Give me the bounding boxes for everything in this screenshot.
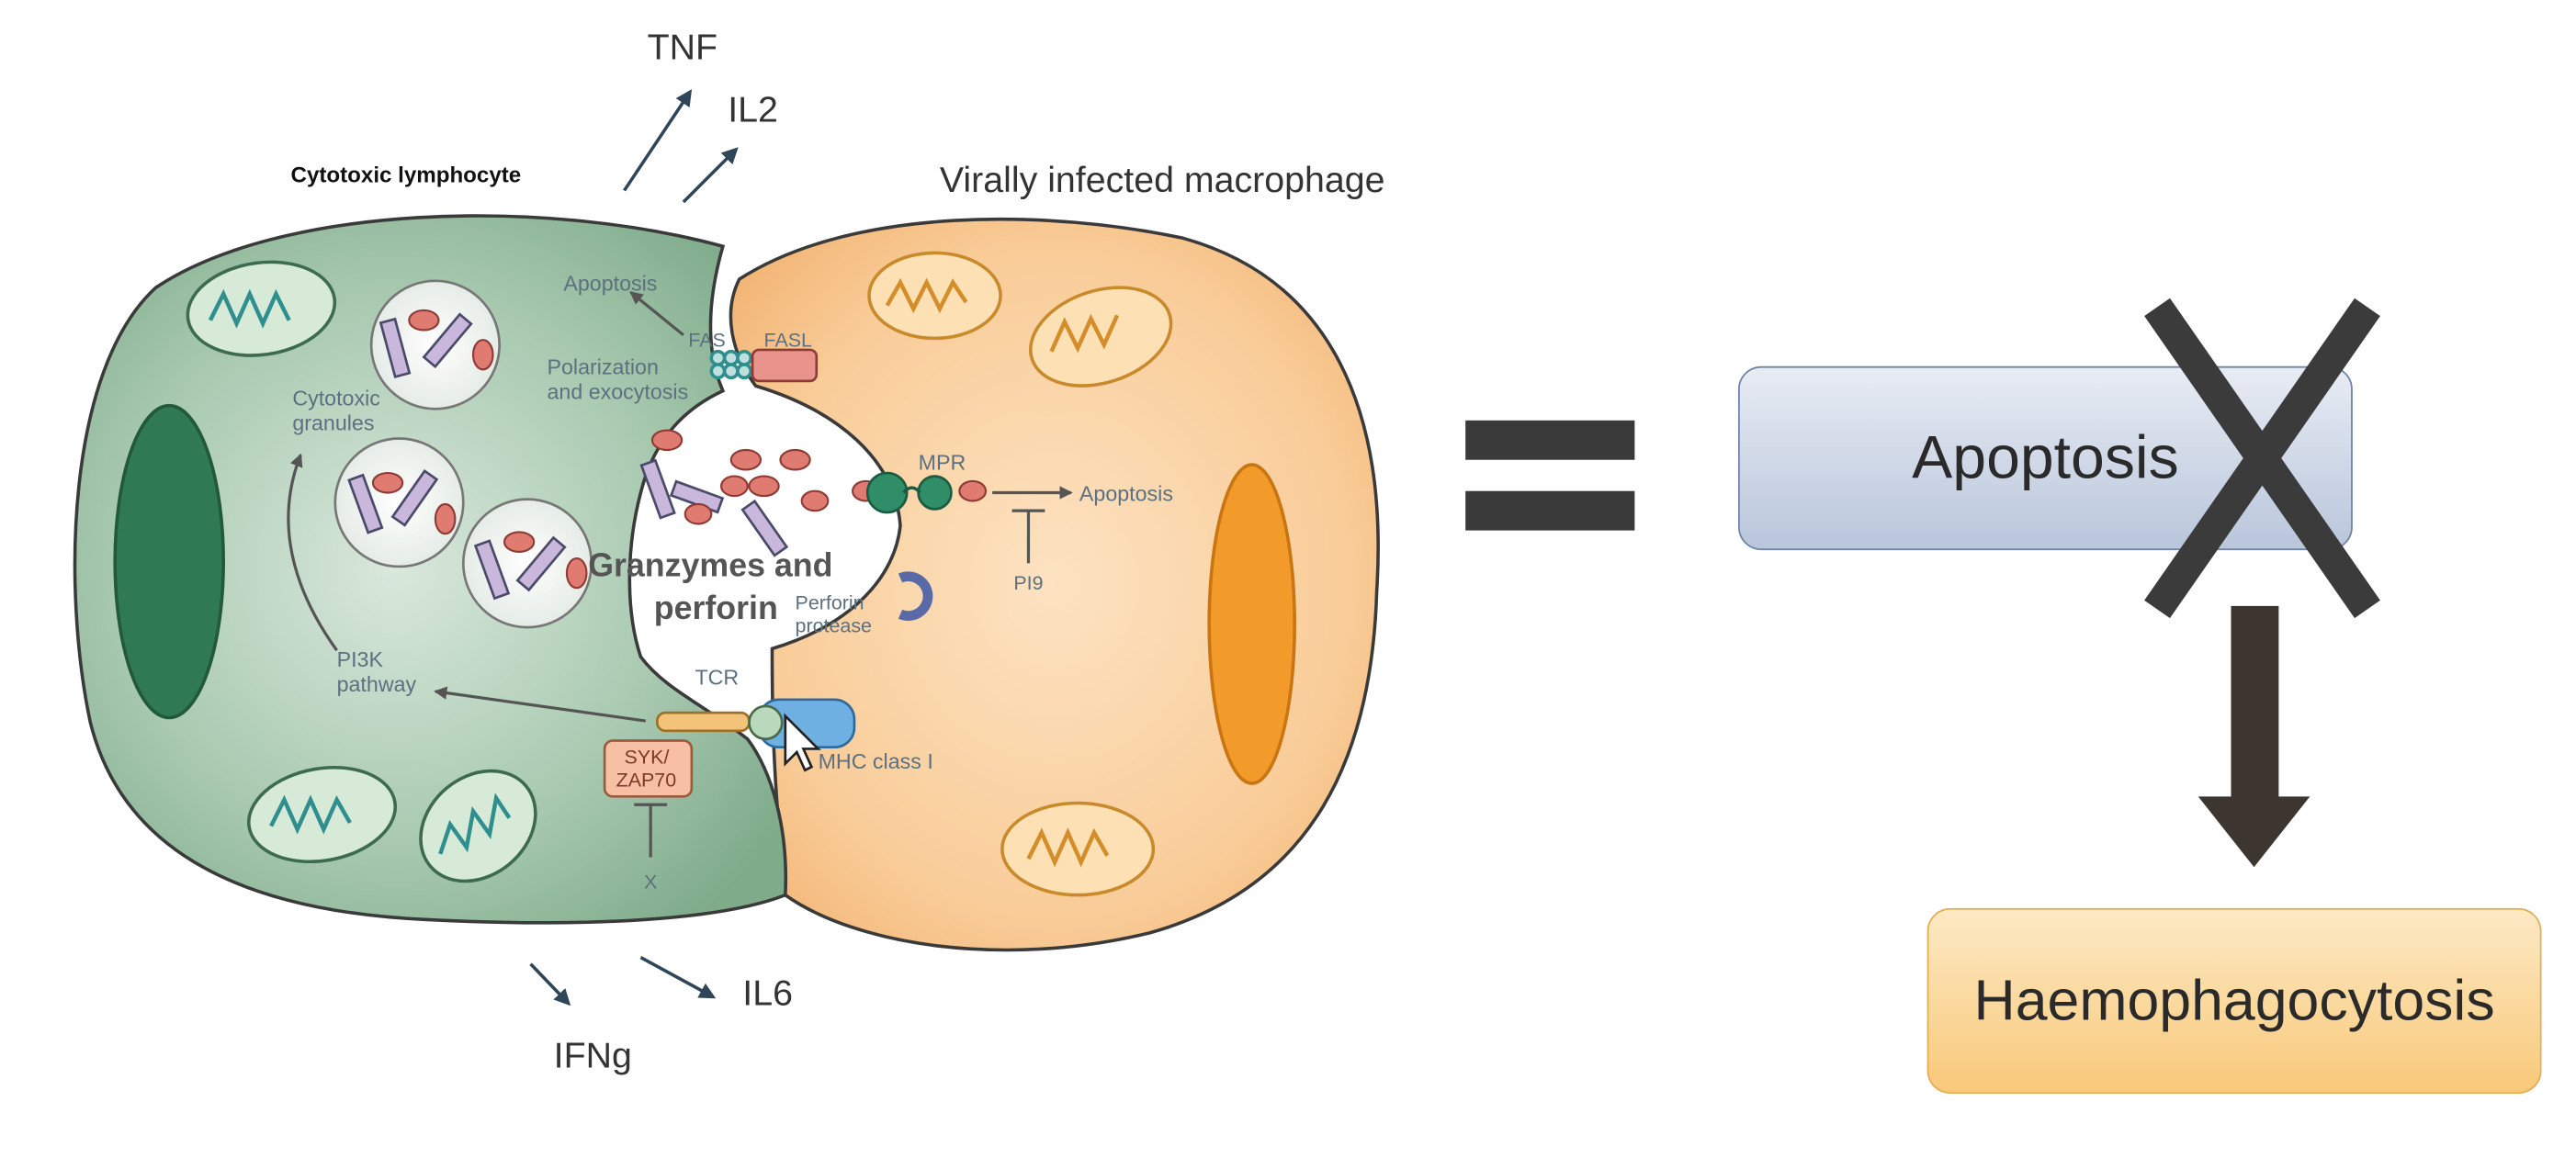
lymphocyte-nucleus [113, 403, 225, 720]
cytotoxic-granules [333, 279, 593, 629]
syk-label-1: SYK/ [625, 747, 670, 769]
mitochondria-lymphocyte [186, 260, 537, 883]
pi3k-label-1: PI3K [337, 647, 384, 671]
lymphocyte-title: Cytotoxic lymphocyte [291, 163, 522, 188]
granules-label-1: Cytotoxic [292, 387, 380, 410]
il6-label: IL6 [742, 972, 793, 1013]
mouse-cursor-icon [784, 713, 821, 772]
tnf-label: TNF [648, 27, 717, 67]
granzymes-overlay-line2: perforin [654, 590, 778, 626]
polarization-label-2: and exocytosis [548, 380, 689, 404]
syk-label-2: ZAP70 [616, 770, 677, 792]
down-arrow-icon [2198, 605, 2310, 868]
fas-label: FAS [688, 329, 726, 351]
apoptosis-top-label: Apoptosis [563, 272, 657, 296]
granules-label-2: granules [292, 411, 374, 435]
tcr-receptor [655, 704, 784, 741]
mhc-label: MHC class I [819, 749, 933, 773]
mpr-receptor [865, 471, 953, 514]
perforin-label-1: Perforin [796, 591, 864, 613]
mpr-label: MPR [919, 450, 966, 474]
apoptosis-right-label: Apoptosis [1079, 481, 1173, 505]
polarization-label-1: Polarization [548, 355, 659, 379]
syk-zap70 [603, 739, 694, 798]
macrophage-title: Virally infected macrophage [940, 160, 1385, 200]
granzymes-overlay-line1: Granzymes and [588, 547, 832, 584]
haemophagocytosis-box: Haemophagocytosis [1926, 907, 2542, 1095]
tcr-label: TCR [695, 666, 739, 690]
pi3k-label-2: pathway [337, 672, 417, 696]
perforin-label-2: protease [796, 614, 872, 636]
pi9-label: PI9 [1013, 572, 1043, 594]
x-label: X [644, 871, 657, 893]
perforin-protease-icon [898, 571, 933, 621]
ifng-label: IFNg [554, 1035, 632, 1075]
fas-receptor [709, 349, 753, 380]
macrophage-nucleus [1207, 463, 1296, 785]
fasl-label: FASL [764, 329, 813, 351]
apoptosis-box: Apoptosis [1738, 365, 2353, 551]
fasl-ligand [751, 348, 819, 383]
equals-sign [1465, 420, 1635, 531]
il2-label: IL2 [728, 89, 778, 129]
